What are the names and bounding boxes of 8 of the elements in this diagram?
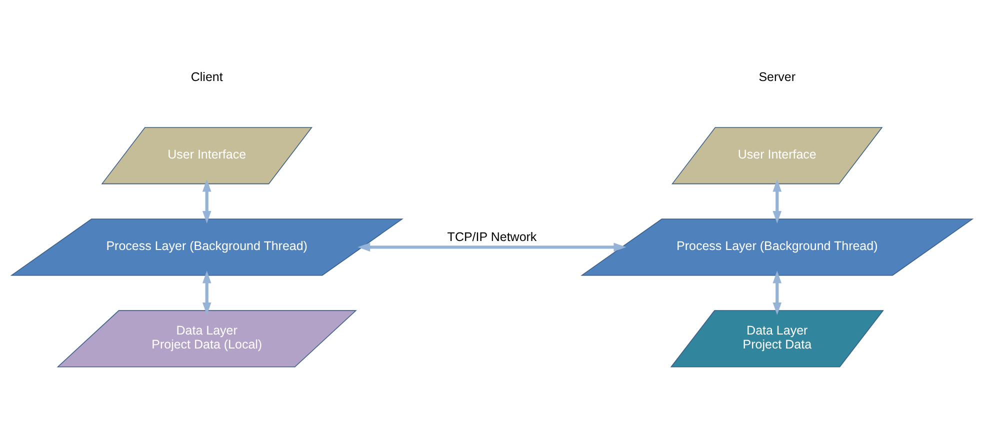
edge-label: TCP/IP Network (447, 230, 537, 244)
arrow (772, 270, 782, 316)
arrow (772, 179, 782, 224)
label: Client (190, 70, 223, 84)
arrow (202, 270, 212, 316)
arrow (202, 179, 212, 224)
arrow (358, 242, 626, 252)
label: Server (758, 70, 796, 84)
